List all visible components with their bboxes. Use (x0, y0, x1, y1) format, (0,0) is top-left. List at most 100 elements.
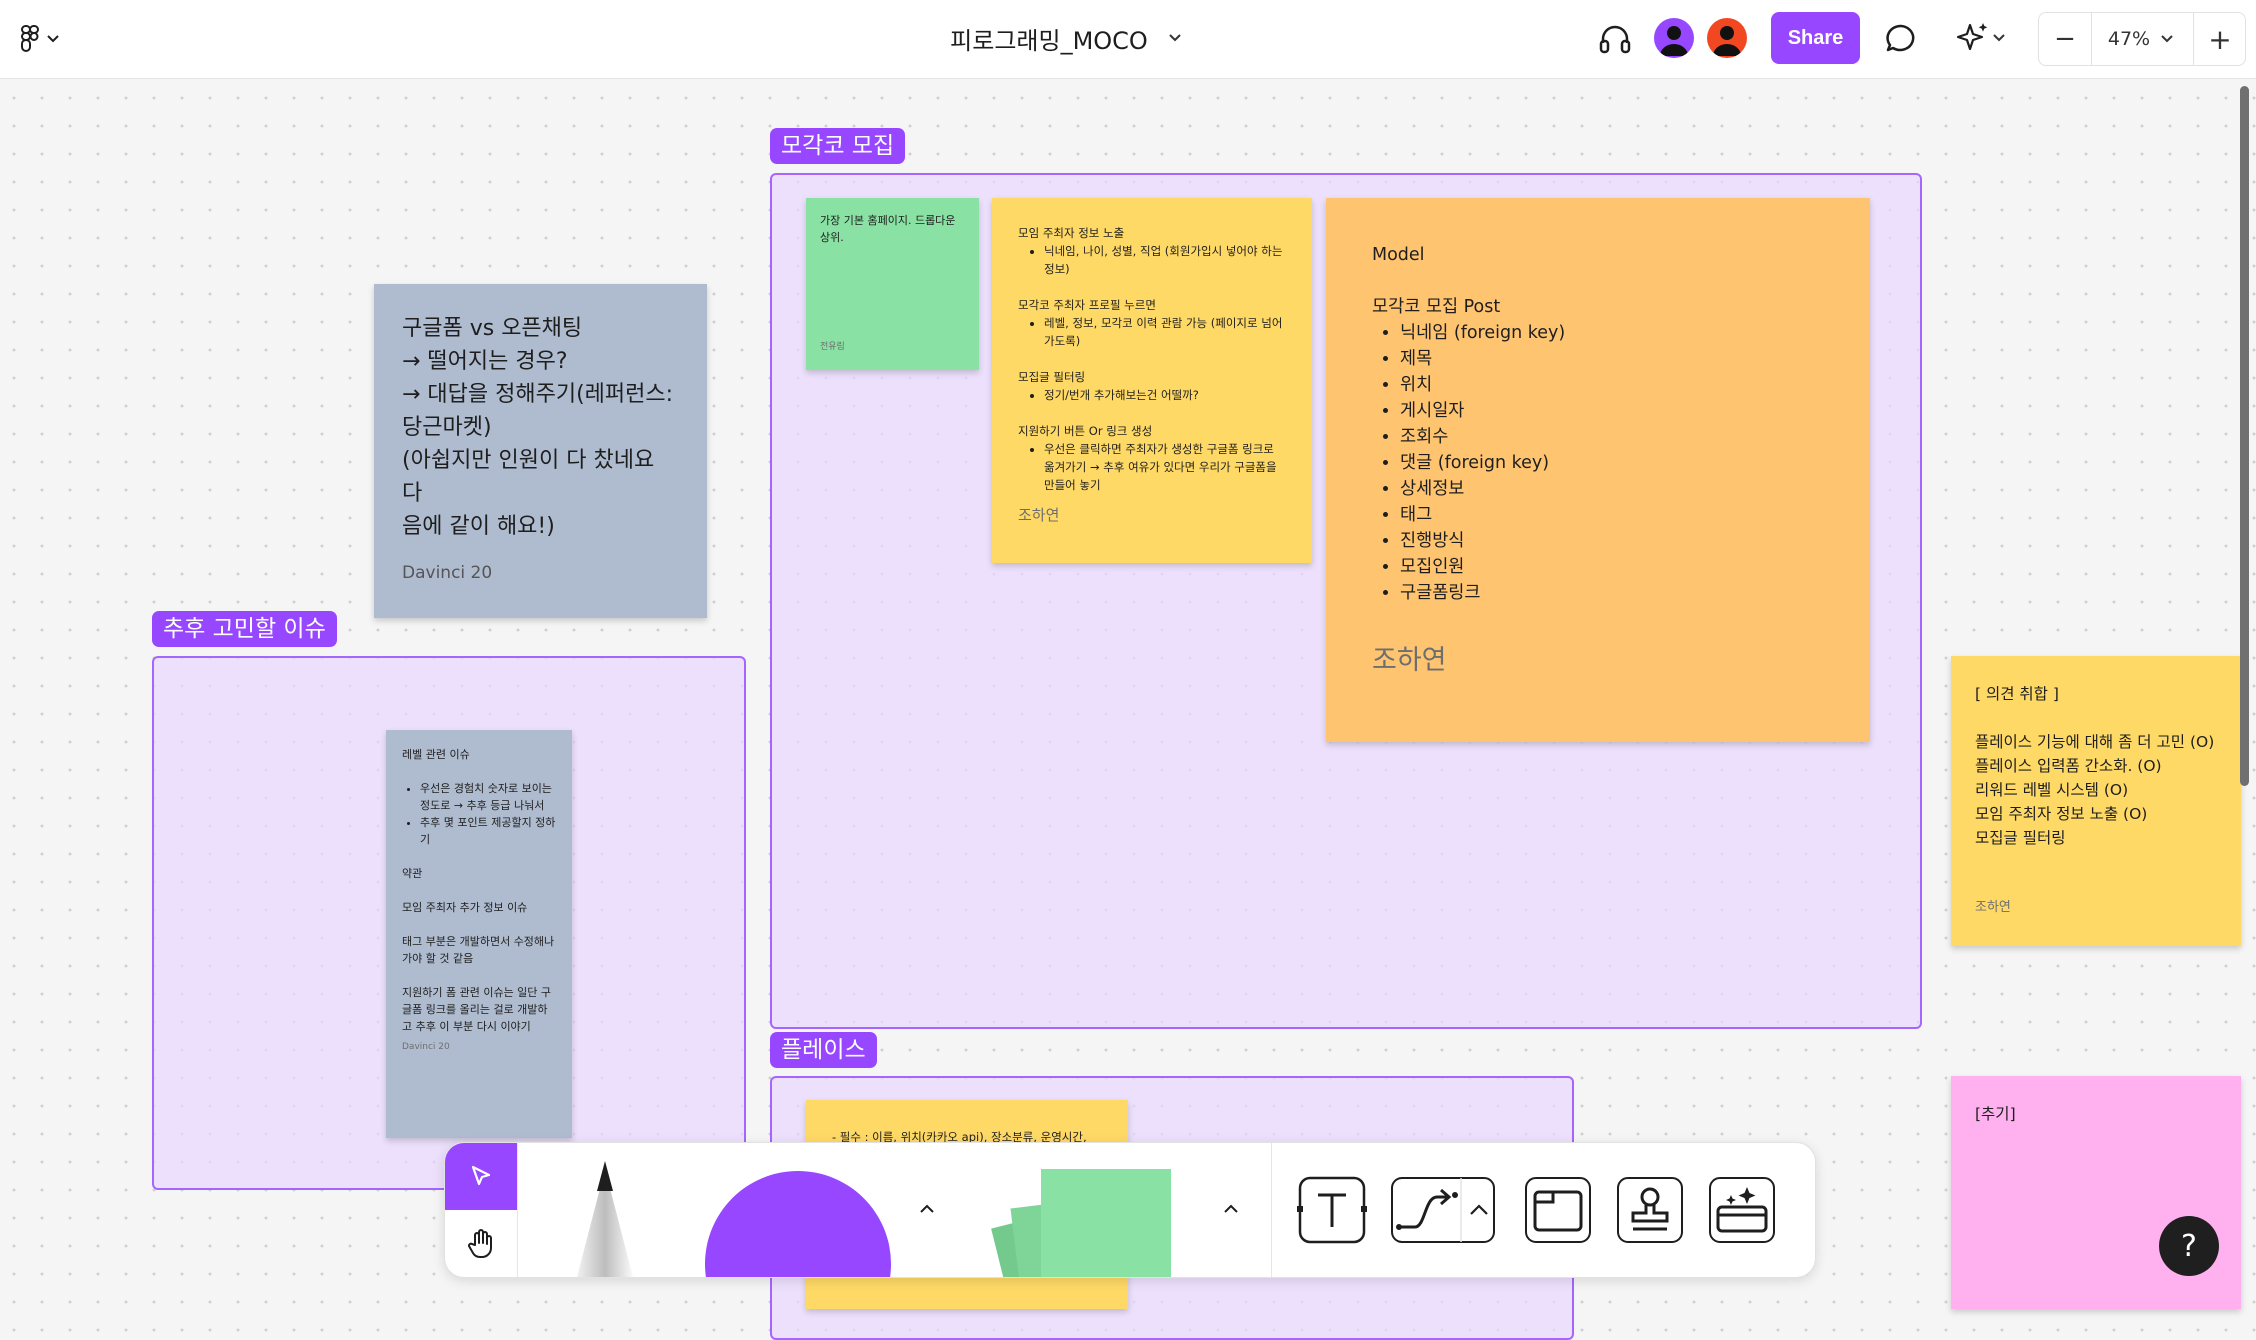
model-subtitle: 모각코 모집 Post (1372, 297, 1501, 317)
shape-options-button[interactable] (911, 1193, 943, 1225)
model-field: 위치 (1400, 372, 1824, 398)
sticky-bullet: 닉네임, 나이, 성별, 직업 (회원가입시 넣어야 하는 정보) (1044, 242, 1286, 278)
sticky-heading: 모집글 필터링 (1018, 370, 1086, 384)
model-field: 상세정보 (1400, 476, 1824, 502)
sticky-text: 가장 기본 홈페이지. 드롭다운 상위. (820, 214, 956, 244)
file-title-button[interactable]: 피로그래밍_MOCO (940, 18, 1200, 58)
sticky-note-level-issues[interactable]: 레벨 관련 이슈 우선은 경험치 숫자로 보이는 정도로 → 추후 등급 나눠서… (386, 730, 572, 1138)
sticky-line: 구글폼 vs 오픈채팅 (402, 316, 583, 341)
help-button[interactable]: ? (2159, 1216, 2219, 1276)
model-field: 게시일자 (1400, 398, 1824, 424)
vertical-scrollbar[interactable] (2240, 86, 2249, 786)
section-label-mogakko[interactable]: 모각코 모집 (770, 128, 906, 164)
sticky-text: 태그 부분은 개발하면서 수정해나가야 할 것 같음 (402, 935, 555, 965)
sticky-line: → 떨어지는 경우? (402, 349, 568, 374)
section-label-places[interactable]: 플레이스 (770, 1032, 877, 1068)
opinion-line: 플레이스 기능에 대해 좀 더 고민 (O) (1975, 733, 2215, 751)
zoom-controls: − 47% + (2038, 12, 2246, 66)
sticky-heading: 레벨 관련 이슈 (402, 748, 470, 761)
audio-button[interactable] (1594, 18, 1636, 60)
sticky-line: (아쉽지만 인원이 다 찼네요 다 (402, 448, 655, 506)
sticky-note-homepage[interactable]: 가장 기본 홈페이지. 드롭다운 상위. 전유림 (806, 198, 979, 370)
sticky-line: 음에 같이 해요!) (402, 514, 555, 539)
sticky-author: 조하연 (1975, 900, 2011, 915)
sticky-bullet: 우선은 경험치 숫자로 보이는 정도로 → 추후 등급 나눠서 (420, 780, 556, 814)
sticky-note-host-info[interactable]: 모임 주최자 정보 노출 닉네임, 나이, 성별, 직업 (회원가입시 넣어야 … (992, 198, 1312, 563)
sticky-text: 약관 (402, 867, 423, 880)
model-field: 구글폼링크 (1400, 580, 1824, 606)
comment-button[interactable] (1880, 18, 1922, 60)
opinion-line: 모임 주최자 정보 노출 (O) (1975, 805, 2148, 823)
sticky-options-button[interactable] (1215, 1193, 1247, 1225)
section-icon (1525, 1177, 1591, 1243)
sticky-note-googleform[interactable]: 구글폼 vs 오픈채팅 → 떨어지는 경우? → 대답을 정해주기(레퍼런스: … (374, 284, 707, 618)
widgets-tool-button[interactable] (1707, 1175, 1777, 1245)
model-title: Model (1372, 245, 1425, 265)
sticky-author: 전유림 (820, 342, 845, 352)
zoom-out-button[interactable]: − (2039, 13, 2092, 65)
sticky-text: - 필수 : 이름, 위치(카카오 api), 장소분류, 운영시간, (832, 1130, 1087, 1144)
sticky-bullet: 정기/번개 추가해보는건 어떨까? (1044, 386, 1286, 404)
model-field: 모집인원 (1400, 554, 1824, 580)
opinion-title: [ 의견 취합 ] (1975, 685, 2059, 703)
connector-icon (1391, 1177, 1495, 1243)
avatar-user-1[interactable] (1654, 18, 1694, 58)
sticky-tool-button[interactable] (971, 1169, 1213, 1277)
sticky-author: 조하연 (1018, 506, 1060, 524)
stamp-tool-button[interactable] (1615, 1175, 1685, 1245)
hand-tool-button[interactable] (445, 1210, 517, 1277)
sticky-line: → 대답을 정해주기(레퍼런스: (402, 382, 674, 407)
chevron-down-icon (1993, 34, 2005, 42)
headphones-icon (1599, 25, 1631, 54)
opinion-line: 리워드 레벨 시스템 (O) (1975, 781, 2129, 799)
chevron-up-icon (1224, 1204, 1238, 1213)
sticky-author: Davinci 20 (402, 563, 493, 583)
section-label-future-issues[interactable]: 추후 고민할 이슈 (152, 611, 337, 647)
sticky-text: 모임 주최자 추가 정보 이슈 (402, 901, 528, 914)
sticky-bullet: 추후 몇 포인트 제공할지 정하기 (420, 814, 556, 848)
text-icon (1297, 1176, 1367, 1244)
hand-icon (468, 1228, 492, 1258)
circle-shape-icon (705, 1171, 891, 1277)
sticky-bullet: 레벨, 정보, 모각코 이력 관람 가능 (페이지로 넘어가도록) (1044, 314, 1286, 350)
model-field: 댓글 (foreign key) (1400, 450, 1824, 476)
toolbar-divider (1271, 1143, 1272, 1277)
sticky-note-model[interactable]: Model 모각코 모집 Post 닉네임 (foreign key) 제목 위… (1326, 198, 1870, 742)
file-title: 피로그래밍_MOCO (950, 26, 1148, 55)
chevron-up-icon (920, 1204, 934, 1213)
sparkle-icon (1956, 23, 1988, 51)
connector-tool-button[interactable] (1389, 1175, 1497, 1245)
top-bar: 피로그래밍_MOCO Share − 47% + (0, 0, 2256, 79)
zoom-in-button[interactable]: + (2193, 13, 2246, 65)
main-menu-button[interactable] (14, 20, 66, 56)
sticky-heading: 지원하기 버튼 Or 링크 생성 (1018, 424, 1153, 438)
sticky-note-icon (991, 1169, 1213, 1277)
section-tool-button[interactable] (1523, 1175, 1593, 1245)
sticky-heading: 모각코 주최자 프로필 누르면 (1018, 298, 1156, 312)
comment-icon (1886, 24, 1915, 52)
opinion-line: 플레이스 입력폼 간소화. (O) (1975, 757, 2162, 775)
sticky-note-opinion[interactable]: [ 의견 취합 ] 플레이스 기능에 대해 좀 더 고민 (O) 플레이스 입력… (1951, 656, 2241, 946)
opinion-line: 모집글 필터링 (1975, 829, 2066, 847)
sticky-text: [추기] (1975, 1105, 2016, 1123)
model-field: 닉네임 (foreign key) (1400, 320, 1824, 346)
share-button[interactable]: Share (1771, 12, 1860, 64)
sticky-author: Davinci 20 (402, 1042, 450, 1052)
sticky-heading: 모임 주최자 정보 노출 (1018, 226, 1125, 240)
sticky-text: 지원하기 폼 관련 이슈는 일단 구글폼 링크를 올리는 걸로 개발하고 추후 … (402, 986, 552, 1033)
text-tool-button[interactable] (1297, 1175, 1367, 1245)
move-tool-button[interactable] (445, 1143, 517, 1210)
chevron-down-icon (2161, 35, 2173, 43)
shape-tool-button[interactable] (703, 1169, 893, 1277)
marker-tool-button[interactable] (545, 1161, 665, 1277)
zoom-level-dropdown[interactable]: 47% (2091, 13, 2193, 65)
model-field: 진행방식 (1400, 528, 1824, 554)
marker-icon (577, 1161, 633, 1277)
sticky-bullet: 우선은 클릭하면 주최자가 생성한 구글폼 링크로 옮겨가기 → 추후 여유가 … (1044, 440, 1286, 494)
avatar-user-2[interactable] (1707, 18, 1747, 58)
chevron-down-icon (1169, 34, 1181, 42)
user-icon (1660, 26, 1688, 56)
figma-logo-icon (21, 25, 59, 52)
model-field: 조회수 (1400, 424, 1824, 450)
ai-actions-button[interactable] (1950, 16, 2012, 60)
